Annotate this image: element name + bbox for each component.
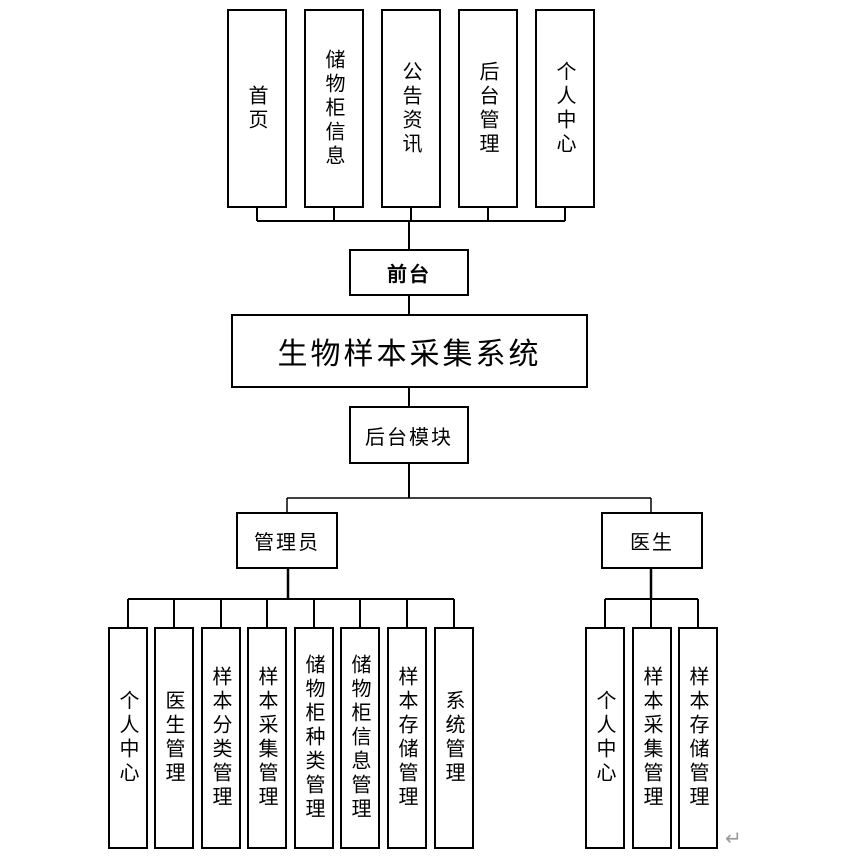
- frontend-item-locker-info: 储物柜信息: [304, 9, 364, 208]
- admin-item-label: 医生管理: [162, 690, 186, 786]
- system-root-node: 生物样本采集系统: [231, 314, 588, 388]
- frontend-item-label: 储物柜信息: [322, 48, 346, 169]
- frontend-node-label: 前台: [387, 262, 431, 286]
- frontend-item-label: 首页: [245, 84, 269, 133]
- admin-item-label: 个人中心: [116, 690, 140, 786]
- admin-item-label: 储物柜信息管理: [348, 654, 372, 822]
- admin-item-personal-center: 个人中心: [108, 627, 148, 849]
- role-admin-node: 管理员: [236, 512, 338, 569]
- role-doctor-node: 医生: [601, 512, 703, 569]
- admin-item-system-management: 系统管理: [434, 627, 474, 849]
- role-doctor-label: 医生: [630, 530, 674, 554]
- frontend-item-home: 首页: [227, 9, 287, 208]
- doctor-item-sample-collection-management: 样本采集管理: [632, 627, 672, 849]
- admin-item-sample-collection-management: 样本采集管理: [247, 627, 287, 849]
- doctor-item-label: 个人中心: [593, 690, 617, 786]
- system-title: 生物样本采集系统: [277, 337, 542, 372]
- admin-item-sample-storage-management: 样本存储管理: [387, 627, 427, 849]
- frontend-node: 前台: [349, 249, 469, 296]
- doctor-item-label: 样本采集管理: [640, 666, 664, 810]
- admin-item-sample-category-management: 样本分类管理: [201, 627, 241, 849]
- doctor-item-personal-center: 个人中心: [585, 627, 625, 849]
- backend-module-label: 后台模块: [365, 424, 453, 449]
- frontend-item-personal-center: 个人中心: [535, 9, 595, 208]
- admin-item-label: 样本分类管理: [209, 666, 233, 810]
- admin-item-label: 系统管理: [442, 690, 466, 786]
- admin-item-label: 样本存储管理: [395, 666, 419, 810]
- frontend-item-admin-panel: 后台管理: [458, 9, 518, 208]
- admin-item-label: 样本采集管理: [255, 666, 279, 810]
- admin-item-doctor-management: 医生管理: [154, 627, 194, 849]
- paragraph-mark-icon: ↵: [725, 826, 742, 850]
- frontend-item-label: 后台管理: [476, 60, 500, 157]
- frontend-item-label: 个人中心: [553, 60, 577, 157]
- role-admin-label: 管理员: [254, 530, 320, 554]
- admin-item-locker-type-management: 储物柜种类管理: [294, 627, 334, 849]
- admin-item-label: 储物柜种类管理: [302, 654, 326, 822]
- frontend-item-label: 公告资讯: [399, 60, 423, 157]
- doctor-item-sample-storage-management: 样本存储管理: [678, 627, 718, 849]
- admin-item-locker-info-management: 储物柜信息管理: [340, 627, 380, 849]
- backend-module-node: 后台模块: [349, 406, 469, 464]
- doctor-item-label: 样本存储管理: [686, 666, 710, 810]
- frontend-item-announcements: 公告资讯: [381, 9, 441, 208]
